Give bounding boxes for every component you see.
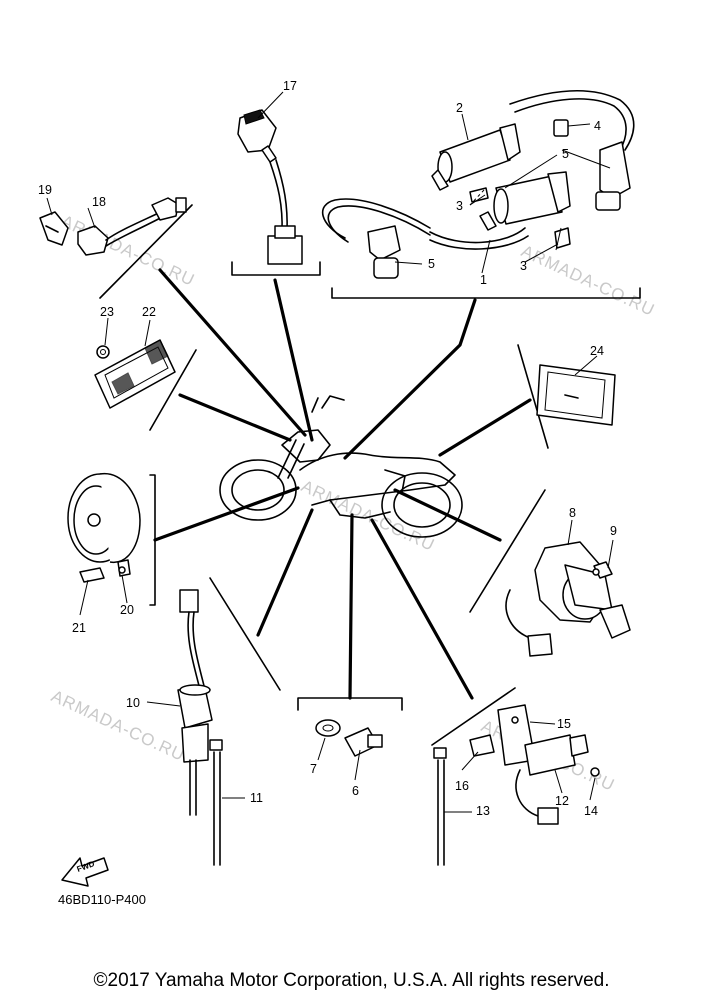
callout-14: 14	[584, 804, 598, 818]
callout-20: 20	[120, 603, 134, 617]
leader-24	[438, 398, 532, 457]
bracket-main-switch	[469, 489, 546, 613]
part-17-sensor	[237, 109, 303, 265]
bracket-bolt	[297, 697, 403, 711]
callout-19: 19	[38, 183, 52, 197]
callout-6: 6	[352, 784, 359, 798]
bracket-relay	[431, 687, 516, 746]
watermark: ARMADA-CO.RU	[58, 211, 198, 290]
callout-5: 5	[562, 147, 569, 161]
callout-15: 15	[557, 717, 571, 731]
fwd-arrow-icon: FWD	[61, 857, 109, 887]
leader-coil	[343, 298, 477, 460]
part-8-9-main-switch	[505, 541, 631, 657]
part-10-11-sensor	[177, 589, 223, 866]
watermark: ARMADA-CO.RU	[48, 686, 188, 765]
leader-bolt	[348, 513, 354, 700]
callout-21: 21	[72, 621, 86, 635]
leader-sensor	[256, 508, 314, 637]
callout-18: 18	[92, 195, 106, 209]
callout-numbers: 17 2 4 5 19 18 3 3 5 1 23 22 24 8 9 20 2…	[38, 79, 617, 818]
leader-horn	[153, 486, 300, 542]
callout-4: 4	[594, 119, 601, 133]
bracket-sensor	[209, 577, 281, 691]
bracket-top	[231, 261, 321, 276]
leader-22	[178, 393, 292, 442]
leader-17	[273, 278, 314, 442]
bracket-reflector-right	[517, 344, 549, 449]
callout-5: 5	[428, 257, 435, 271]
callout-17: 17	[283, 79, 297, 93]
callout-10: 10	[126, 696, 140, 710]
part-code: 46BD110-P400	[58, 892, 146, 907]
part-12-16-relay	[433, 704, 600, 866]
callout-8: 8	[569, 506, 576, 520]
callout-3: 3	[520, 259, 527, 273]
callout-11: 11	[250, 791, 263, 805]
callout-7: 7	[310, 762, 317, 776]
motorcycle-outline	[219, 395, 463, 538]
callout-24: 24	[590, 344, 604, 358]
part-18-19-harness	[39, 197, 187, 256]
leader-18	[158, 268, 307, 437]
part-20-21-horn	[67, 473, 141, 583]
part-1-5-ignition-coil	[321, 90, 635, 279]
group-brackets	[99, 204, 641, 746]
callout-16: 16	[455, 779, 469, 793]
callout-3: 3	[456, 199, 463, 213]
leader-lines	[153, 268, 532, 700]
callout-2: 2	[456, 101, 463, 115]
copyright-notice: ©2017 Yamaha Motor Corporation, U.S.A. A…	[93, 970, 610, 991]
bracket-coil	[331, 287, 641, 299]
watermark: ARMADA-CO.RU	[298, 476, 438, 555]
callout-23: 23	[100, 305, 114, 319]
callout-12: 12	[555, 794, 569, 808]
part-24-reflector	[536, 364, 616, 426]
leader-relay	[370, 518, 474, 700]
callout-1: 1	[480, 273, 487, 287]
watermark: ARMADA-CO.RU	[518, 241, 658, 320]
part-22-23-reflector	[94, 339, 176, 409]
bracket-reflector-left	[149, 349, 197, 431]
callout-22: 22	[142, 305, 156, 319]
callout-leaders	[46, 91, 614, 813]
part-6-7-bolt	[315, 719, 383, 757]
callout-9: 9	[610, 524, 617, 538]
callout-13: 13	[476, 804, 490, 818]
bracket-tl	[99, 204, 193, 299]
